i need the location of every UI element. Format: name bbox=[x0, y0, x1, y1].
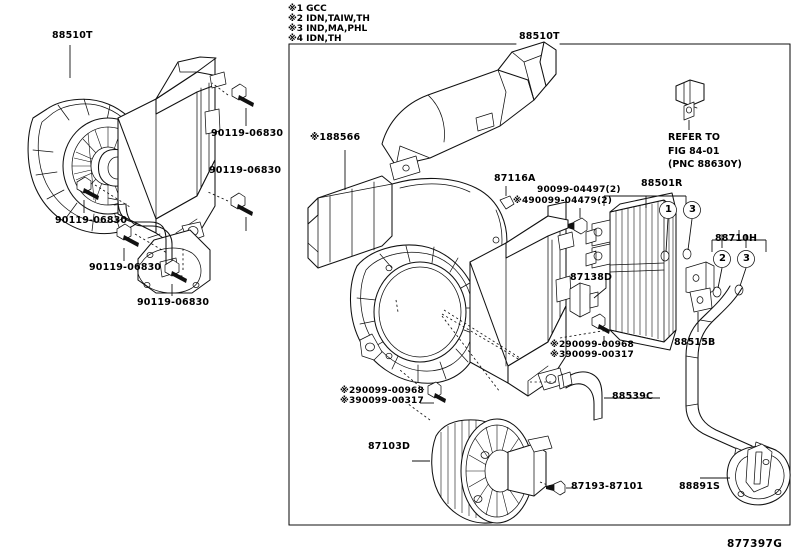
figure-code: 877397G bbox=[727, 538, 783, 550]
part-label-screw-low-b: ※390099-00317 bbox=[340, 396, 424, 406]
reference-note: REFER TO FIG 84-01 (PNC 88630Y) bbox=[668, 132, 742, 170]
grommet-part bbox=[700, 443, 791, 506]
part-label-duct-cover: ※188566 bbox=[310, 132, 361, 143]
part-label-evaporator-core: 88501R bbox=[641, 178, 683, 189]
bolt-label-top-right: 90119-06830 bbox=[211, 128, 284, 139]
clamp-part bbox=[685, 261, 715, 332]
screws-lower-left bbox=[399, 369, 446, 404]
blower-case bbox=[349, 201, 575, 397]
part-label-screw-low-a: ※290099-00968 bbox=[340, 386, 424, 396]
part-label-servo-motor: 87116A bbox=[494, 173, 536, 184]
part-label-screw-mid-b: ※390099-00317 bbox=[550, 350, 634, 360]
bolt-label-center: 90119-06830 bbox=[89, 262, 162, 273]
bolt-label-mid-right: 90119-06830 bbox=[209, 165, 282, 176]
callout-circle-1: 1 bbox=[665, 204, 673, 215]
bolt-label-left: 90119-06830 bbox=[55, 215, 128, 226]
cooler-duct-cover bbox=[307, 150, 393, 269]
part-label-blower-screw: 87193-87101 bbox=[571, 481, 644, 492]
bolt-label-bottom: 90119-06830 bbox=[137, 297, 210, 308]
part-label-clamp: 88515B bbox=[674, 337, 716, 348]
legend-note-1: ※1 GCC bbox=[288, 4, 327, 14]
expansion-valve-icon bbox=[675, 79, 705, 130]
part-label-expansion-valve-tube: 88710H bbox=[715, 233, 758, 244]
part-label-screw-mid-a: ※290099-00968 bbox=[550, 340, 634, 350]
servo-motor-part bbox=[499, 186, 515, 210]
callout-circle-3a: 3 bbox=[689, 204, 697, 215]
part-label-screw-upper: 90099-04497(2) bbox=[537, 185, 621, 195]
right-assembly-label: 88510T bbox=[519, 31, 560, 42]
part-label-thermistor: 87138D bbox=[570, 272, 613, 283]
legend-note-4: ※4 IDN,TH bbox=[288, 34, 342, 44]
legend-note-3: ※3 IND,MA,PHL bbox=[288, 24, 368, 34]
evaporator-core bbox=[585, 192, 701, 351]
part-label-blower-motor: 87103D bbox=[368, 441, 411, 452]
air-inlet-duct bbox=[381, 41, 557, 313]
bolt-glyphs bbox=[76, 83, 254, 283]
callout-circle-2: 2 bbox=[719, 253, 727, 264]
part-label-screw-upper-alt: ※490099-04479(2) bbox=[513, 196, 613, 206]
drain-hose bbox=[530, 371, 660, 421]
screws-upper bbox=[568, 208, 588, 235]
legend-note-2: ※2 IDN,TAIW,TH bbox=[288, 14, 370, 24]
blower-motor-assembly bbox=[399, 397, 578, 524]
part-label-drain-hose: 88539C bbox=[612, 391, 654, 402]
left-assembly-label: 88510T bbox=[52, 30, 93, 41]
part-label-grommet: 88891S bbox=[679, 481, 721, 492]
left-cooling-unit-assembly bbox=[27, 45, 254, 296]
thermistor-part bbox=[569, 280, 610, 344]
callout-circle-3b: 3 bbox=[743, 253, 751, 264]
